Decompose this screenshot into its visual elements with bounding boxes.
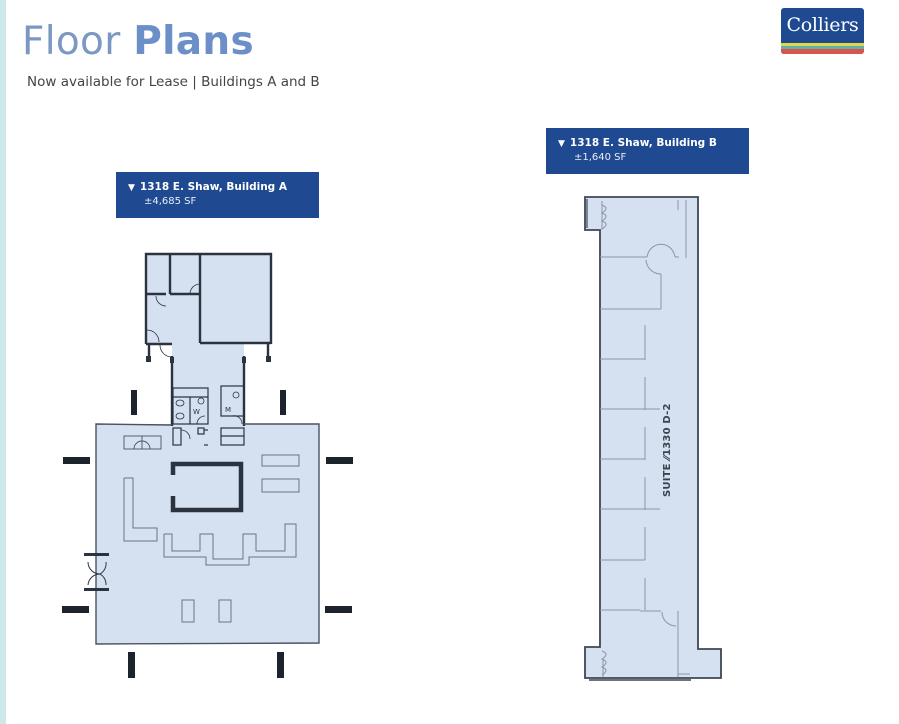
left-accent-stripe bbox=[0, 0, 6, 724]
building-a-area: ±4,685 SF bbox=[144, 196, 197, 207]
building-a-name: 1318 E. Shaw, Building A bbox=[139, 181, 287, 193]
colliers-logo: Colliers bbox=[781, 8, 864, 54]
logo-text: Colliers bbox=[786, 14, 859, 36]
triangle-down-icon: ▼ bbox=[558, 139, 565, 149]
page-title: Floor Plans bbox=[22, 18, 254, 66]
triangle-down-icon: ▼ bbox=[128, 183, 135, 193]
room-label-m: M bbox=[225, 406, 231, 414]
title-bold: Plans bbox=[133, 19, 254, 64]
building-b-area: ±1,640 SF bbox=[574, 152, 627, 163]
building-b-name: 1318 E. Shaw, Building B bbox=[569, 137, 717, 149]
building-b-label: ▼ 1318 E. Shaw, Building B ±1,640 SF bbox=[546, 128, 749, 174]
logo-stripe-teal bbox=[781, 46, 864, 49]
building-a-floor-plan: W M bbox=[62, 252, 353, 678]
building-a-label: ▼ 1318 E. Shaw, Building A ±4,685 SF bbox=[116, 172, 319, 218]
suite-label: SUITE ⁄⁄1330 D-2 bbox=[662, 403, 673, 497]
logo-stripe-red bbox=[781, 49, 864, 54]
building-b-floor-plan bbox=[584, 196, 722, 681]
title-light: Floor bbox=[22, 19, 134, 64]
page-subtitle: Now available for Lease | Buildings A an… bbox=[27, 74, 320, 90]
room-label-w: W bbox=[193, 408, 200, 416]
logo-stripe-yellow bbox=[781, 43, 864, 46]
